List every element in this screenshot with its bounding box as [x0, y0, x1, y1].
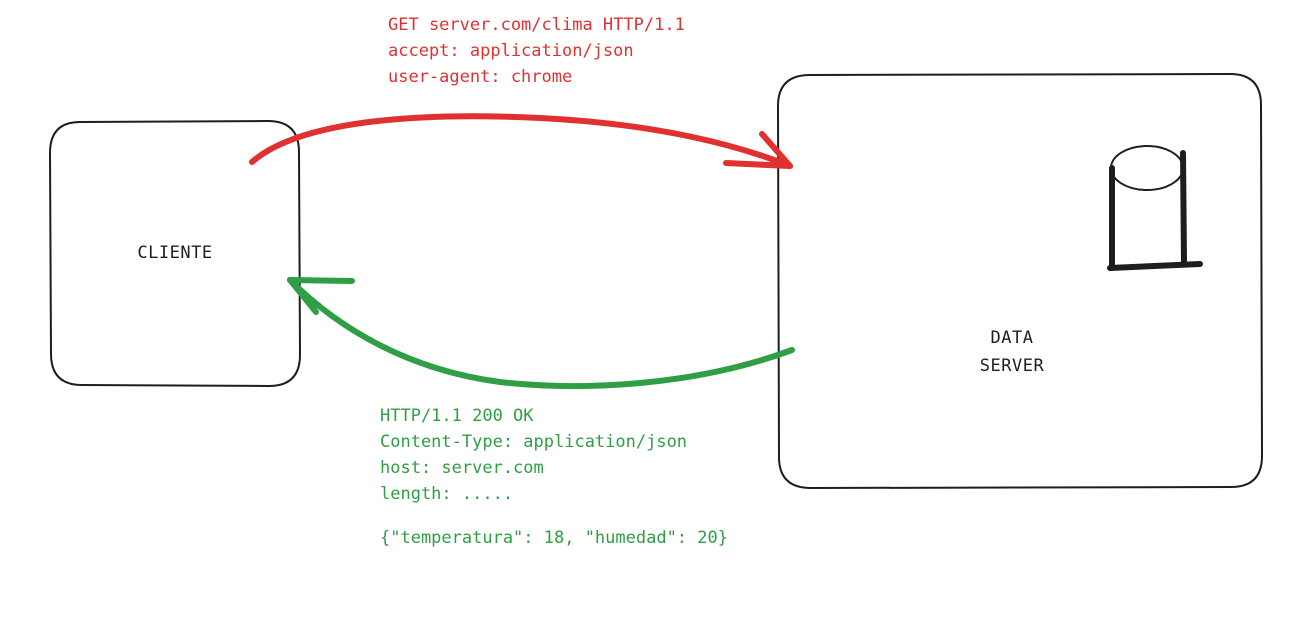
response-line: host: server.com	[380, 458, 544, 478]
response-line: HTTP/1.1 200 OK	[380, 406, 534, 426]
server-box	[777, 73, 1263, 489]
response-body: {"temperatura": 18, "humedad": 20}	[380, 528, 728, 548]
response-body-text: {"temperatura": 18, "humedad": 20}	[380, 528, 728, 548]
client-label: CLIENTE	[115, 243, 235, 263]
database-icon	[1107, 145, 1203, 271]
request-line: accept: application/json	[388, 41, 634, 61]
request-line: user-agent: chrome	[388, 67, 573, 87]
client-box	[49, 120, 301, 387]
response-arrow	[287, 277, 795, 389]
response-message: HTTP/1.1 200 OK Content-Type: applicatio…	[380, 403, 687, 507]
client-label-text: CLIENTE	[137, 243, 213, 263]
request-message: GET server.com/clima HTTP/1.1 accept: ap…	[388, 12, 685, 90]
server-label-line2: SERVER	[979, 356, 1045, 376]
response-line: length: .....	[380, 484, 514, 504]
request-line: GET server.com/clima HTTP/1.1	[388, 15, 685, 35]
server-label-line1: DATA	[990, 328, 1034, 348]
server-label: DATA SERVER	[952, 324, 1072, 380]
response-line: Content-Type: application/json	[380, 432, 688, 452]
request-arrow	[249, 113, 793, 169]
